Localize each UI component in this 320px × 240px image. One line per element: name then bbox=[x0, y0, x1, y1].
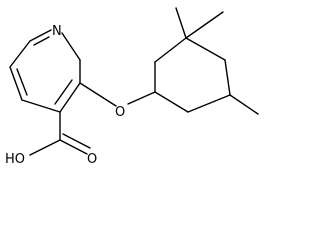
bond-n-c6 bbox=[29, 29, 52, 42]
bond-c5-c4 bbox=[9, 66, 23, 101]
bond-c6-c1 bbox=[154, 91, 189, 113]
atom-labels: N O O HO bbox=[5, 24, 125, 167]
hydroxyl-label: HO bbox=[5, 152, 25, 167]
bond-c3-c4 bbox=[185, 37, 226, 61]
pyridine-ring bbox=[9, 29, 81, 113]
bond-c4-c5 bbox=[224, 59, 231, 96]
bond-c-oh bbox=[29, 139, 61, 156]
bond-c-o-double-1 bbox=[59, 139, 88, 155]
bond-c3-c2-inner bbox=[54, 79, 73, 105]
bond-c4-c3 bbox=[21, 99, 61, 113]
carboxylic-acid-group bbox=[29, 111, 91, 156]
nitrogen-label: N bbox=[52, 24, 62, 39]
bond-gem-methyl-1 bbox=[175, 7, 187, 39]
ether-oxygen-label: O bbox=[115, 105, 125, 120]
bond-c2-o bbox=[79, 82, 117, 107]
bond-c3-c2 bbox=[59, 82, 81, 113]
bond-methyl-3 bbox=[229, 94, 259, 115]
bond-gem-methyl-2 bbox=[185, 11, 224, 39]
bond-c2-c3 bbox=[154, 37, 187, 63]
carbonyl-oxygen-label: O bbox=[87, 152, 97, 167]
bond-c5-c4-inner bbox=[16, 68, 28, 96]
bond-c6-c5 bbox=[9, 40, 31, 68]
bond-c-o-double-2 bbox=[62, 133, 91, 149]
ether-linkage bbox=[79, 82, 156, 107]
bond-o-c1 bbox=[127, 91, 156, 105]
cyclohexane-ring bbox=[154, 7, 259, 115]
molecule-structure: N O O HO bbox=[5, 7, 259, 167]
bond-c5-c6 bbox=[187, 94, 231, 113]
bond-c2-n bbox=[61, 32, 81, 61]
bond-n-c6-inner bbox=[33, 36, 50, 46]
